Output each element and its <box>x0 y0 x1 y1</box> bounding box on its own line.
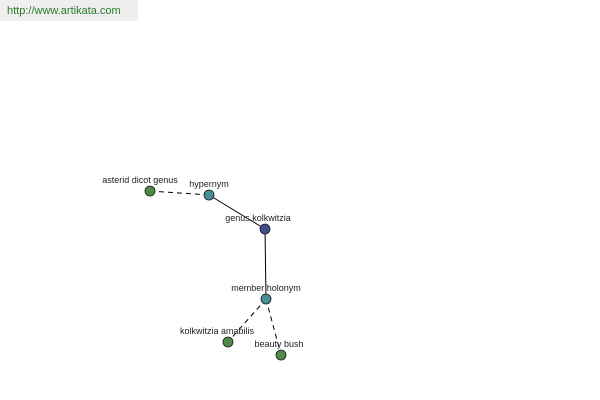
node-circle-hypernym[interactable] <box>203 189 215 201</box>
node-label-asterid: asterid dicot genus <box>102 175 178 185</box>
node-circle-amabilis[interactable] <box>222 336 234 348</box>
node-holonym[interactable]: member holonym <box>231 283 301 305</box>
node-circle-asterid[interactable] <box>144 185 156 197</box>
site-url-link[interactable]: http://www.artikata.com <box>7 5 121 17</box>
url-banner: http://www.artikata.com <box>0 0 138 21</box>
node-genus[interactable]: genus kolkwitzia <box>225 213 291 235</box>
node-circle-beauty[interactable] <box>275 349 287 361</box>
node-amabilis[interactable]: kolkwitzia amabilis <box>180 326 255 348</box>
edges-layer <box>149 190 282 356</box>
node-circle-holonym[interactable] <box>260 293 272 305</box>
nodes-layer: asterid dicot genus hypernym genus kolkwit… <box>102 175 304 361</box>
node-label-holonym: member holonym <box>231 283 301 293</box>
node-hypernym[interactable]: hypernym <box>189 179 229 201</box>
node-label-genus: genus kolkwitzia <box>225 213 291 223</box>
edge-asterid-hypernym <box>149 190 210 196</box>
node-asterid[interactable]: asterid dicot genus <box>102 175 178 197</box>
node-label-hypernym: hypernym <box>189 179 229 189</box>
edge-holonym-amabilis <box>227 298 267 343</box>
node-circle-genus[interactable] <box>259 223 271 235</box>
edge-holonym-beauty <box>265 298 282 356</box>
node-beauty[interactable]: beauty bush <box>254 339 304 361</box>
edge-hypernym-genus <box>208 194 266 230</box>
node-label-beauty: beauty bush <box>254 339 303 349</box>
node-label-amabilis: kolkwitzia amabilis <box>180 326 255 336</box>
edge-genus-holonym <box>264 228 267 300</box>
